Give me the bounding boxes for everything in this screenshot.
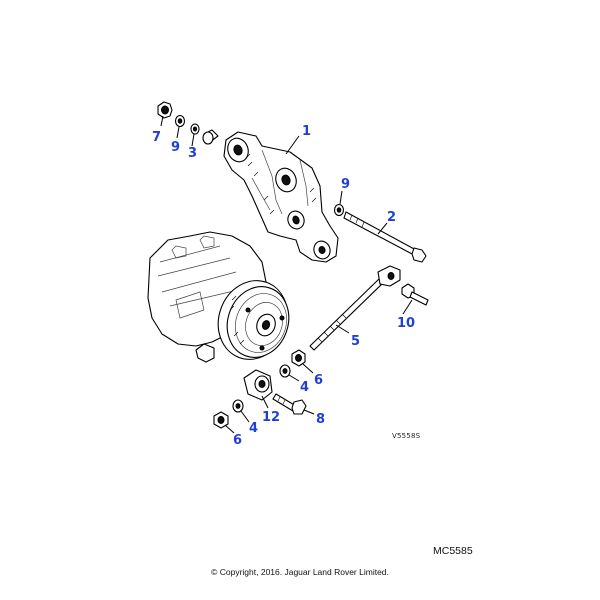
callout-9-top[interactable]: 9 [171,140,180,155]
callout-1[interactable]: 1 [302,124,311,139]
callout-6-upper[interactable]: 6 [314,373,323,388]
callout-9-right[interactable]: 9 [341,177,350,192]
figure-code: MC5585 [433,545,473,557]
bolt-part-10 [401,283,429,306]
callout-4-lower[interactable]: 4 [249,421,258,436]
bolt-part-2 [343,211,427,263]
callout-4-upper[interactable]: 4 [300,380,309,395]
spacer-part-3 [190,123,200,135]
washer-part-4-lower [232,399,244,413]
spacer-block-part-12 [243,369,273,401]
callout-5[interactable]: 5 [351,334,360,349]
tie-rod-part-5 [309,265,401,351]
callout-8[interactable]: 8 [316,412,325,427]
illustration-reference-code: V5558S [392,432,421,440]
sleeve-part [202,129,219,145]
nut-part-7 [157,101,173,119]
washer-part-4-upper [279,364,291,378]
copyright-notice: © Copyright, 2016. Jaguar Land Rover Lim… [211,567,389,577]
callout-12[interactable]: 12 [262,410,280,425]
callout-3[interactable]: 3 [188,146,197,161]
leader-lines [160,115,413,434]
nut-part-6-upper [291,349,306,367]
ac-compressor [147,231,290,363]
callout-10[interactable]: 10 [397,316,415,331]
callout-2[interactable]: 2 [387,210,396,225]
callout-7[interactable]: 7 [152,130,161,145]
bolt-part-8 [272,393,307,415]
nut-part-6-lower [213,411,229,429]
callout-6-lower[interactable]: 6 [233,433,242,448]
washer-part-9-right [333,203,345,217]
washer-part-9-top [174,114,186,128]
mounting-bracket [223,131,339,263]
